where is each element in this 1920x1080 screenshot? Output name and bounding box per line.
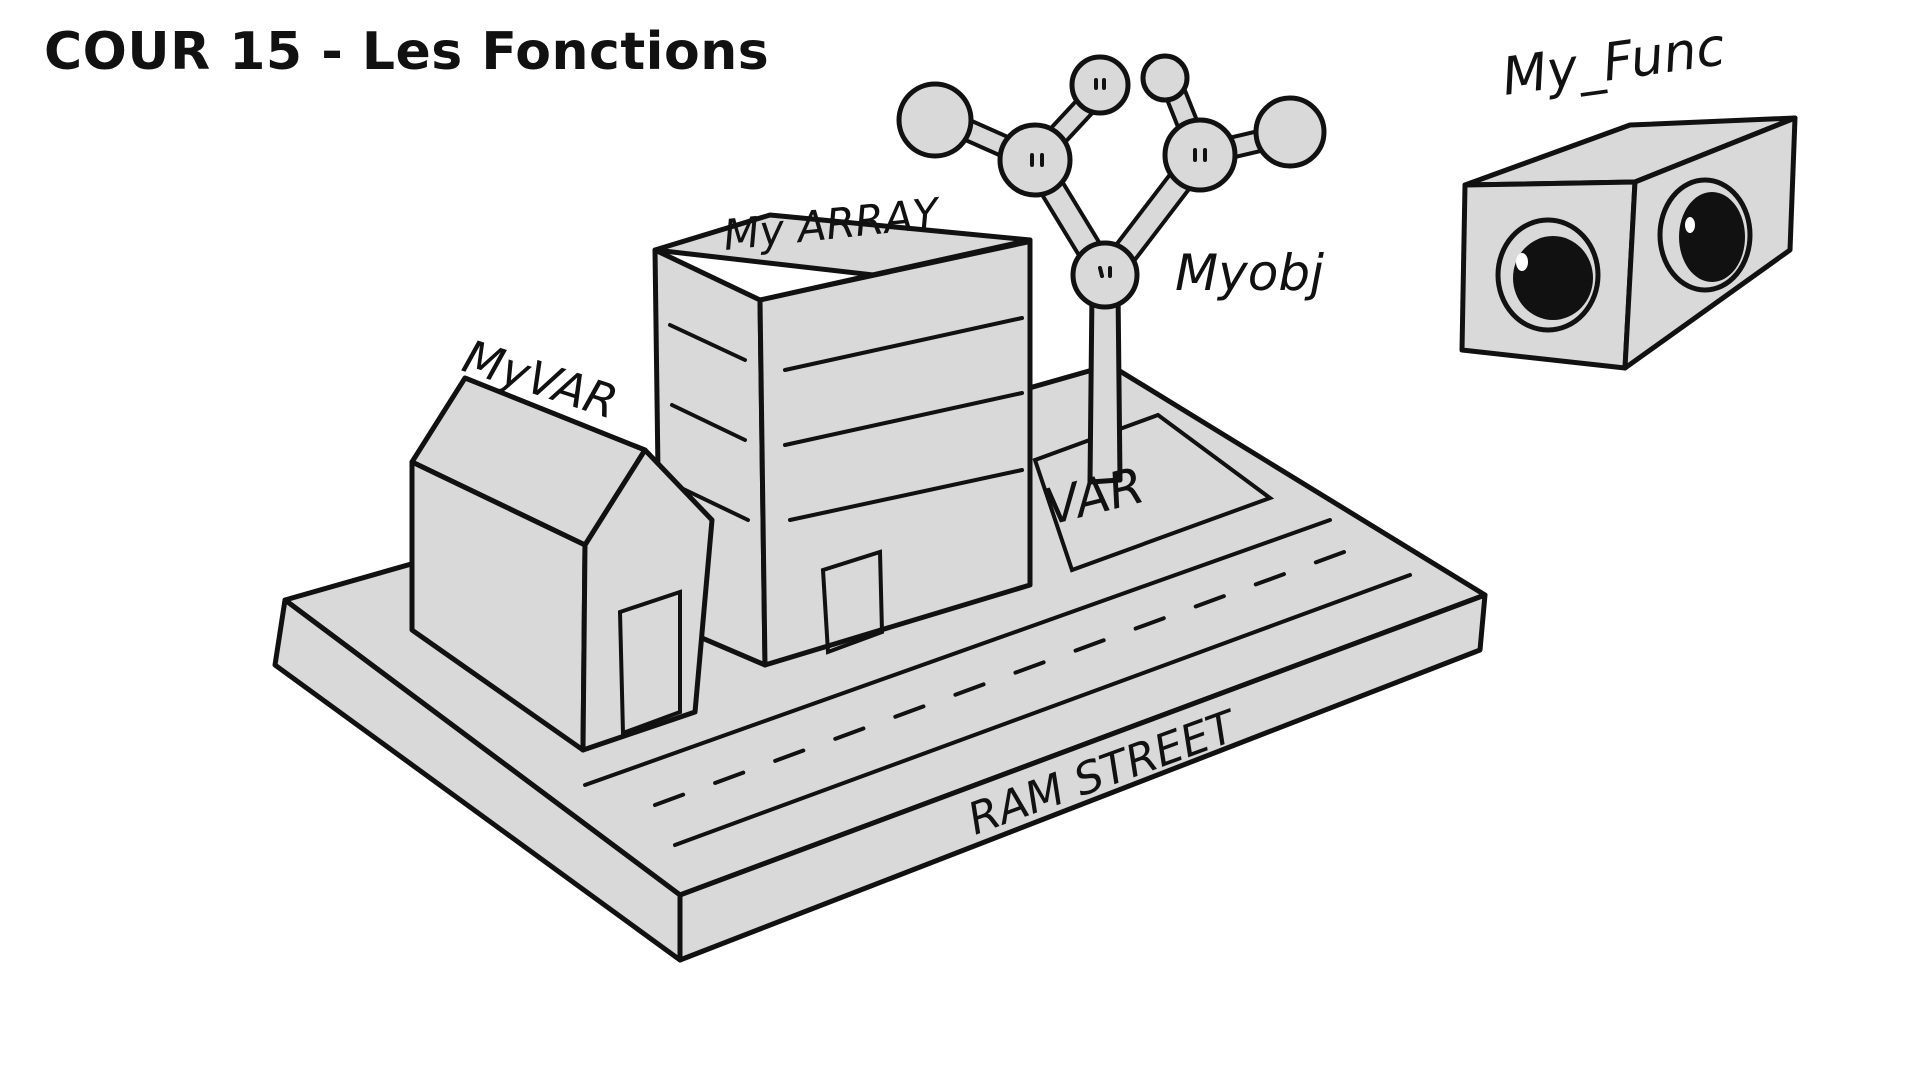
my-func-label: My_Func xyxy=(1498,17,1728,108)
ram-street-road xyxy=(583,518,1412,847)
my-array-building xyxy=(652,212,1033,668)
my-var-house xyxy=(409,375,715,753)
my-obj-tree xyxy=(896,53,1327,485)
page-title: COUR 15 - Les Fonctions xyxy=(44,22,770,82)
house-door xyxy=(617,589,682,736)
my-func-box xyxy=(1459,115,1798,371)
array-building-door xyxy=(820,549,885,655)
my-obj-label: Myobj xyxy=(1175,244,1324,302)
